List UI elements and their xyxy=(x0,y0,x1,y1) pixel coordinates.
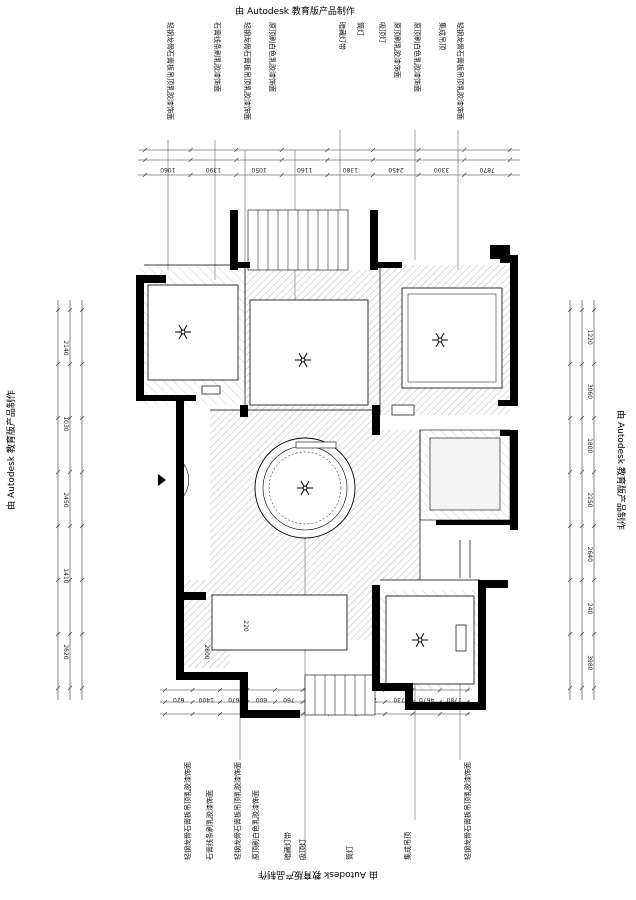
top-note: 暗藏灯带 xyxy=(338,22,347,50)
round-ceiling-inner xyxy=(268,451,342,525)
bottom-note: 石膏线条刷乳胶漆饰面 xyxy=(205,790,214,860)
dimension-label: 1410 xyxy=(62,568,69,583)
dimension-label: 1160 xyxy=(297,166,312,173)
dimension-label: 1800 xyxy=(586,438,593,453)
watermark-left: 由 Autodesk 教育版产品制作 xyxy=(5,390,17,510)
watermark-bottom: 由 Autodesk 教育版产品制作 xyxy=(258,869,378,881)
top-note: 轻钢龙骨石膏板吊顶乳胶漆饰面 xyxy=(166,22,175,120)
light-fixtures xyxy=(175,324,448,648)
dimension-label: 1400 xyxy=(199,696,214,703)
dimension-label: 760 xyxy=(283,696,295,703)
dimension-label: 2140 xyxy=(62,340,69,355)
dimension-label: 1050 xyxy=(251,166,266,173)
top-note: 筒灯 xyxy=(356,22,365,36)
right-dimension-labels: 1220 3060 1800 2250 2640 240 3980 xyxy=(586,330,593,671)
bottom-annotation-notes: 轻钢龙骨石膏板吊顶乳胶漆饰面石膏线条刷乳胶漆饰面轻钢龙骨石膏板吊顶乳胶漆饰面原顶… xyxy=(183,762,472,860)
dimension-label: 1380 xyxy=(343,166,358,173)
dimension-label: 7870 xyxy=(479,166,494,173)
top-note: 原顶刷乳胶漆饰面 xyxy=(393,22,402,78)
dimension-label: 1030 xyxy=(62,416,69,431)
bottom-note: 轻钢龙骨石膏板吊顶乳胶漆饰面 xyxy=(233,762,242,860)
bottom-note: 暗藏灯带 xyxy=(283,832,292,860)
dimension-label: 3980 xyxy=(586,655,593,670)
bottom-note: 轻钢龙骨石膏板吊顶乳胶漆饰面 xyxy=(463,762,472,860)
ceiling-lamp-icon xyxy=(432,332,448,348)
floor-plan: 220 2800 xyxy=(136,209,518,718)
dimension-label: 620 xyxy=(173,696,185,703)
stair-top xyxy=(247,209,349,271)
kitchen-panel xyxy=(429,437,501,511)
left-dimension-labels: 2140 1030 2450 1410 2620 xyxy=(62,340,69,659)
dimension-label: 2640 xyxy=(586,547,593,562)
dimension-label: 4670 xyxy=(419,696,434,703)
bottom-note: 吸顶灯 xyxy=(298,839,307,860)
dimension-label: 600 xyxy=(256,696,268,703)
top-note: 原顶刷白色乳胶漆饰面 xyxy=(268,22,277,92)
dimension-label: 240 xyxy=(586,603,593,615)
stair-bottom xyxy=(304,674,376,716)
watermark-top: 由 Autodesk 教育版产品制作 xyxy=(235,5,355,17)
bedroom-left-panel xyxy=(147,284,239,381)
partitions xyxy=(144,264,480,581)
ceiling-lamp-icon xyxy=(412,632,428,648)
top-note: 轻钢龙骨石膏板吊顶乳胶漆饰面 xyxy=(456,22,465,120)
entrance-arrow xyxy=(158,474,166,486)
top-note: 集成吊顶 xyxy=(438,22,447,50)
dimension-label: 670 xyxy=(228,696,240,703)
dimension-label: 730 xyxy=(393,696,405,703)
top-note: 吸顶灯 xyxy=(378,22,387,43)
dimension-label: 1060 xyxy=(160,166,175,173)
dimension-label: 1780 xyxy=(446,696,461,703)
top-annotation-notes: 轻钢龙骨石膏板吊顶乳胶漆饰面 石膏线条刷乳胶漆饰面 轻钢龙骨石膏板吊顶乳胶漆饰面 原顶… xyxy=(166,22,465,120)
bottom-note: 筒灯 xyxy=(345,846,354,860)
master-panel xyxy=(401,287,503,389)
cabinet-bathroom xyxy=(455,624,467,652)
ceiling-lamp-icon xyxy=(175,324,191,340)
curtain-box xyxy=(295,441,337,449)
entrance-door-swing xyxy=(177,457,189,503)
bottom-note: 集成吊顶 xyxy=(403,832,412,860)
top-note: 轻钢龙骨石膏板吊顶乳胶漆饰面 xyxy=(243,22,252,120)
dimension-label: 2620 xyxy=(62,644,69,659)
corridor-panel xyxy=(249,299,369,406)
ac-unit-left xyxy=(201,385,221,395)
dimension-label: 2250 xyxy=(586,492,593,507)
dimension-label: 2450 xyxy=(62,492,69,507)
dimension-label: 1220 xyxy=(586,330,593,345)
bottom-note: 原顶刷白色乳胶漆饰面 xyxy=(251,790,260,860)
room-dim-dining-width: 2800 xyxy=(203,644,210,659)
bottom-note: 轻钢龙骨石膏板吊顶乳胶漆饰面 xyxy=(183,762,192,860)
dimension-label: 3300 xyxy=(434,166,449,173)
dimension-label: 2450 xyxy=(388,166,403,173)
ac-unit-right xyxy=(391,404,415,416)
top-dimension-labels: 1060 1390 1050 1160 1380 2450 3300 7870 xyxy=(160,166,495,173)
dining-panel xyxy=(211,594,348,651)
top-note: 原顶刷白色乳胶漆饰面 xyxy=(413,22,422,92)
dimension-label: 3060 xyxy=(586,384,593,399)
top-note: 石膏线条刷乳胶漆饰面 xyxy=(213,22,222,92)
ceiling-lamp-icon xyxy=(295,352,311,368)
room-dim-dining: 220 xyxy=(242,620,249,632)
dimension-label: 1390 xyxy=(206,166,221,173)
ceiling-lamp-icon xyxy=(297,480,313,496)
watermark-right: 由 Autodesk 教育版产品制作 xyxy=(615,410,627,530)
master-panel-inner xyxy=(407,293,497,383)
